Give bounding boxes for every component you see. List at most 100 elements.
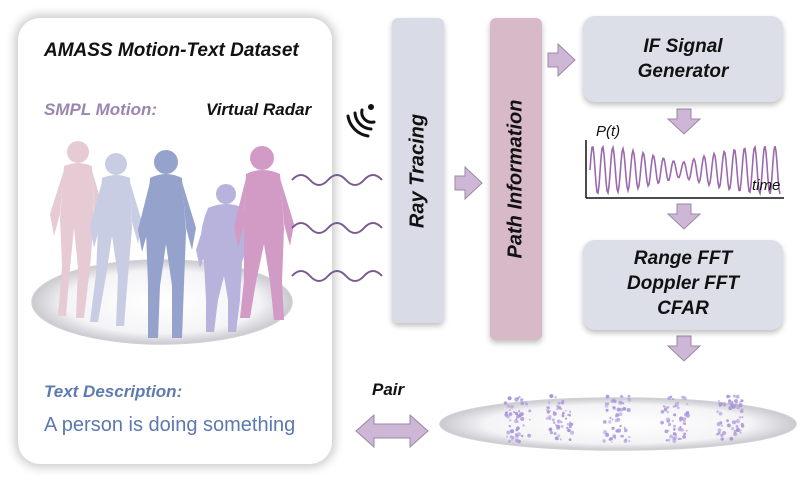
point-cloud-dot <box>616 407 621 412</box>
point-cloud-dot <box>735 425 739 428</box>
point-cloud-dot <box>570 430 575 435</box>
point-cloud-dot <box>514 397 519 402</box>
point-cloud-dot <box>557 401 561 405</box>
point-cloud-dot <box>739 429 742 432</box>
point-cloud-dot <box>510 405 514 409</box>
point-cloud-dot <box>568 413 571 417</box>
point-cloud-dot <box>735 394 740 399</box>
dataset-title: AMASS Motion-Text Dataset <box>44 40 299 61</box>
point-cloud-dot <box>669 434 673 439</box>
point-cloud-dot <box>507 439 511 443</box>
point-cloud-dot <box>717 399 721 403</box>
point-cloud-dot <box>683 396 685 399</box>
radar-waves <box>291 174 383 282</box>
point-cloud-dot <box>735 419 740 424</box>
point-cloud-dot <box>669 395 673 398</box>
point-cloud-dot <box>665 439 669 442</box>
arrow-ifgen-to-signal <box>666 108 702 135</box>
point-cloud-dot <box>660 420 664 425</box>
point-cloud-dot <box>521 434 524 438</box>
point-cloud-dot <box>511 439 513 441</box>
point-cloud-dot <box>741 416 744 419</box>
point-cloud-dot <box>529 418 531 421</box>
point-cloud-dot <box>612 406 616 411</box>
point-cloud-dot <box>602 439 606 443</box>
point-cloud-dot <box>731 420 737 425</box>
point-cloud-dot <box>740 424 745 428</box>
point-cloud-dot <box>618 412 623 417</box>
point-cloud-dot <box>610 441 613 443</box>
point-cloud-dot <box>739 409 744 414</box>
point-cloud-dot <box>728 395 731 398</box>
point-cloud-dot <box>672 436 676 441</box>
point-cloud-dot <box>615 413 620 417</box>
arrow-fft-to-pointcloud <box>666 335 702 362</box>
point-cloud-dot <box>516 426 520 431</box>
smpl-figure-5 <box>234 146 294 320</box>
point-cloud-dot <box>720 437 724 441</box>
point-cloud-dot <box>616 417 621 422</box>
point-cloud <box>503 394 745 444</box>
point-cloud-dot <box>672 405 676 408</box>
point-cloud-dot <box>518 410 521 413</box>
point-cloud-dot <box>604 402 607 405</box>
point-cloud-dot <box>623 426 626 429</box>
point-cloud-dot <box>660 409 665 414</box>
point-cloud-dot <box>626 408 631 412</box>
point-cloud-dot <box>605 408 609 412</box>
point-cloud-dot <box>557 434 561 438</box>
point-cloud-dot <box>674 433 678 436</box>
point-cloud-dot <box>605 394 610 399</box>
point-cloud-dot <box>564 417 568 420</box>
point-cloud-dot <box>548 410 551 413</box>
point-cloud-dot <box>562 411 565 415</box>
point-cloud-dot <box>726 419 729 423</box>
point-cloud-dot <box>718 411 723 416</box>
point-cloud-dot <box>667 438 671 442</box>
point-cloud-dot <box>566 422 570 426</box>
point-cloud-dot <box>604 403 609 408</box>
point-cloud-dot <box>567 428 571 433</box>
point-cloud-dot <box>623 428 628 433</box>
point-cloud-dot <box>672 398 675 401</box>
signal-plot <box>585 140 784 199</box>
point-cloud-dot <box>727 423 731 428</box>
point-cloud-dot <box>740 399 744 403</box>
point-cloud-dot <box>553 421 556 424</box>
point-cloud-dot <box>731 401 734 404</box>
point-cloud-dot <box>570 422 574 426</box>
text-description: A person is doing something <box>44 414 296 436</box>
pair-double-arrow <box>355 413 429 449</box>
point-cloud-dot <box>568 425 572 429</box>
point-cloud-dot <box>619 407 624 412</box>
point-cloud-dot <box>514 419 518 424</box>
point-cloud-dot <box>685 429 688 432</box>
fft-cfar-box: Range FFT Doppler FFT CFAR <box>583 240 783 330</box>
point-cloud-dot <box>507 404 510 408</box>
point-cloud-dot <box>666 410 669 414</box>
point-cloud-dot <box>510 429 514 434</box>
point-cloud-dot <box>559 438 562 441</box>
cfar-label: CFAR <box>657 298 709 319</box>
point-cloud-dot <box>511 436 515 440</box>
doppler-fft-label: Doppler FFT <box>627 273 739 294</box>
point-cloud-dot <box>616 428 622 433</box>
point-cloud-dot <box>720 433 724 437</box>
point-cloud-dot <box>514 411 519 415</box>
point-cloud-dot <box>674 405 677 408</box>
point-cloud-dot <box>569 421 572 424</box>
point-cloud-dot <box>718 405 722 408</box>
point-cloud-dot <box>612 434 617 439</box>
point-cloud-dot <box>522 424 525 427</box>
point-cloud-dot <box>671 419 674 423</box>
point-cloud-dot <box>619 424 622 428</box>
point-cloud-dot <box>528 409 532 413</box>
point-cloud-dot <box>555 424 557 426</box>
point-cloud-dot <box>568 410 572 413</box>
ray-tracing-label: Ray Tracing <box>406 113 429 228</box>
point-cloud-dot <box>628 440 631 443</box>
point-cloud-dot <box>662 405 666 408</box>
point-cloud-dot <box>608 420 612 424</box>
point-cloud-dot <box>738 403 743 408</box>
point-cloud-dot <box>686 403 689 406</box>
